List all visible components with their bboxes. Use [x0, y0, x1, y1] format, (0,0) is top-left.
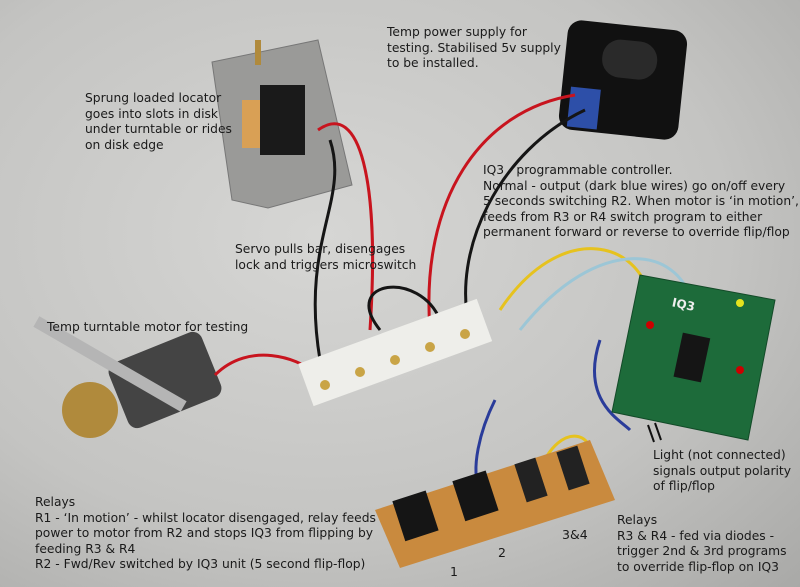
- servo-note: Servo pulls bar, disengages lock and tri…: [235, 242, 417, 272]
- relay-label-3-4: 3&4: [562, 527, 588, 542]
- relay-label-2: 2: [498, 545, 506, 560]
- iq3-note: IQ3 - programmable controller. Normal - …: [483, 163, 799, 240]
- relays-right-note: Relays R3 & R4 - fed via diodes - trigge…: [617, 513, 787, 574]
- relay-stripboard: [375, 440, 615, 568]
- iq3-pcb: IQ3: [611, 274, 776, 441]
- iq3-board-label: IQ3: [671, 295, 696, 313]
- light-note: Light (not connected) signals output pol…: [653, 448, 792, 494]
- light-leads: [647, 422, 662, 443]
- relays-left-note: Relays R1 - ‘In motion’ - whilst locator…: [35, 495, 376, 572]
- terminal-blocks: [298, 298, 493, 407]
- relay-label-1: 1: [450, 564, 458, 579]
- battery-pack: [558, 20, 688, 140]
- locator-bracket: [211, 39, 353, 209]
- motor-note: Temp turntable motor for testing: [47, 320, 249, 334]
- locator-note: Sprung loaded locator goes into slots in…: [85, 91, 232, 152]
- turntable-motor: [33, 316, 222, 438]
- power-supply-note: Temp power supply for testing. Stabilise…: [387, 25, 561, 71]
